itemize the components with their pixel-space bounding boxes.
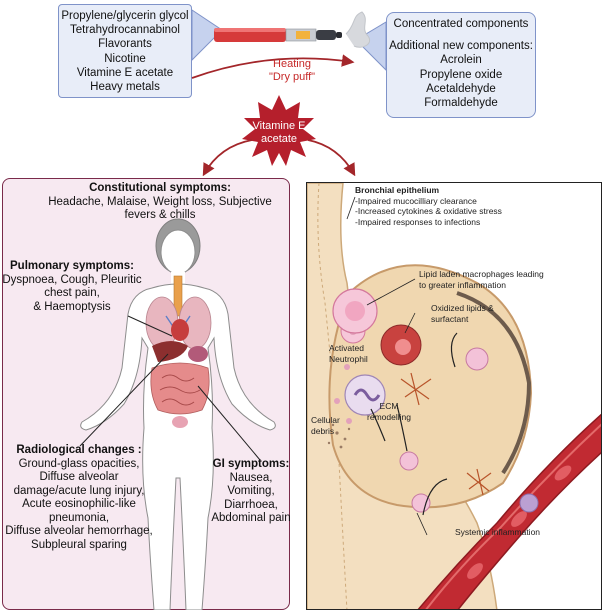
heating-arrow <box>191 54 355 79</box>
pulmonary-line: & Haemoptysis <box>33 300 111 313</box>
lipid-macrophage-label: Lipid laden macrophages leading to great… <box>419 269 599 290</box>
label-line: Oxidized lipids & <box>431 303 494 313</box>
ingredient-item: Tetrahydrocannabinol <box>70 24 180 37</box>
constitutional-line: Headache, Malaise, Weight loss, Subjecti… <box>48 195 272 208</box>
gi-line: Vomiting, <box>227 485 275 497</box>
pointer-pulmonary <box>127 315 173 337</box>
component-item: Formaldehyde <box>424 97 498 110</box>
ecm-label: ECM remodelling <box>359 401 419 422</box>
arrow-to-lung <box>307 139 356 177</box>
pulmonary-title: Pulmonary symptoms: <box>10 260 134 272</box>
debris-label: Cellular debris <box>311 415 371 436</box>
label-line: surfactant <box>431 313 469 324</box>
vitamin-line: Vitamine E <box>252 120 306 132</box>
pulmonary-section: Pulmonary symptoms: Dyspnoea, Cough, Ple… <box>2 260 142 314</box>
vapor-icon <box>345 11 370 48</box>
leukocyte-icon <box>519 493 539 513</box>
oxidized-lipids-label: Oxidized lipids & surfactant <box>431 303 551 324</box>
neutrophil-icon <box>344 374 386 416</box>
label-line: Activated <box>329 343 364 353</box>
label-line: ECM <box>379 401 399 411</box>
lung-panel: Bronchial epithelium -Impaired mucocilli… <box>306 182 602 610</box>
gi-line: Diarrhoea, <box>224 498 278 511</box>
organs-illustration <box>145 275 212 428</box>
callout-pointer-left <box>191 9 223 62</box>
constitutional-title: Constitutional symptoms: <box>89 182 231 194</box>
bronchial-bullet: -Increased cytokines & oxidative stress <box>355 206 502 216</box>
constitutional-line: fevers & chills <box>124 209 196 221</box>
pointer-radiological <box>79 353 169 447</box>
components-header: Concentrated components <box>393 18 529 30</box>
vitamin-label: Vitamine E acetate <box>248 120 310 146</box>
gi-section: GI symptoms: Nausea, Vomiting, Diarrhoea… <box>208 458 294 526</box>
acetate-line: acetate <box>260 133 298 145</box>
bronchial-section: Bronchial epithelium -Impaired mucocilli… <box>355 185 595 227</box>
radiological-line: Acute eosinophilic-like <box>22 498 136 510</box>
e-cigarette-icon <box>214 28 342 42</box>
heating-line: Heating <box>273 58 311 70</box>
ingredient-item: Propylene/glycerin glycol <box>61 10 189 22</box>
pulmonary-line: chest pain, <box>44 287 100 299</box>
gi-title: GI symptoms: <box>212 458 290 470</box>
radiological-line: Diffuse alveolar hemorrhage, <box>5 525 153 537</box>
ingredient-item: Flavorants <box>98 38 152 51</box>
callout-pointer-right <box>355 21 387 72</box>
radiological-line: Ground-glass opacities, <box>18 457 140 470</box>
gi-line: Abdominal pain <box>211 512 291 524</box>
label-line: debris <box>311 425 335 436</box>
component-item: Acetaldehyde <box>426 82 496 95</box>
component-item: Propylene oxide <box>419 68 503 81</box>
leukocyte-icon <box>399 451 419 471</box>
bronchial-bullet: -Impaired responses to infections <box>355 216 481 227</box>
neutrophil-label: Activated Neutrophil <box>329 343 409 364</box>
radiological-line: Diffuse alveolar <box>39 471 119 483</box>
label-line: Lipid laden macrophages leading <box>419 269 544 279</box>
alveolus-illustration <box>307 183 601 609</box>
label-line: Neutrophil <box>329 353 368 364</box>
constitutional-section: Constitutional symptoms: Headache, Malai… <box>40 182 280 223</box>
cellular-debris-icon <box>327 423 351 449</box>
heating-label: Heating "Dry puff" <box>247 58 337 84</box>
ingredients-box: Propylene/glycerin glycol Tetrahydrocann… <box>58 4 192 98</box>
radiological-line: damage/acute lung injury, <box>13 484 145 497</box>
leukocyte-icon <box>465 347 489 371</box>
label-line: remodelling <box>367 411 411 422</box>
arrow-to-body <box>202 139 253 177</box>
ingredient-item: Vitamine E acetate <box>76 66 174 79</box>
bronchial-title: Bronchial epithelium <box>355 185 440 195</box>
blood-vessel-icon <box>417 413 601 609</box>
leukocyte-icon <box>411 493 431 513</box>
top-illustration <box>191 9 387 177</box>
ecm-fibers-icon <box>400 372 492 496</box>
pulmonary-line: Dyspnoea, Cough, Pleuritic <box>2 273 142 286</box>
dry-puff-line: "Dry puff" <box>268 71 316 83</box>
radiological-line: pneumonia, <box>48 511 110 524</box>
body-illustration <box>79 218 276 610</box>
radiological-title: Radiological changes : <box>16 444 142 456</box>
components-subheader: Additional new components: <box>389 40 533 53</box>
components-box: Concentrated components Additional new c… <box>386 12 536 118</box>
vitamin-burst-icon <box>242 95 316 166</box>
component-item: Acrolein <box>440 54 482 67</box>
radiological-line: Subpleural sparing <box>31 538 127 551</box>
pointer-gi <box>197 385 261 461</box>
label-line: Cellular <box>311 415 340 425</box>
bronchial-bullet: -Impaired mucocilliary clearance <box>355 195 477 206</box>
alveolus-icon <box>328 264 533 509</box>
radiological-section: Radiological changes : Ground-glass opac… <box>4 444 154 552</box>
gi-line: Nausea, <box>229 471 273 484</box>
ingredient-item: Nicotine <box>104 52 146 65</box>
ingredient-item: Heavy metals <box>90 81 160 94</box>
label-line: to greater inflammation <box>419 279 506 290</box>
systemic-inflammation-label: Systemic inflammation <box>455 527 541 537</box>
